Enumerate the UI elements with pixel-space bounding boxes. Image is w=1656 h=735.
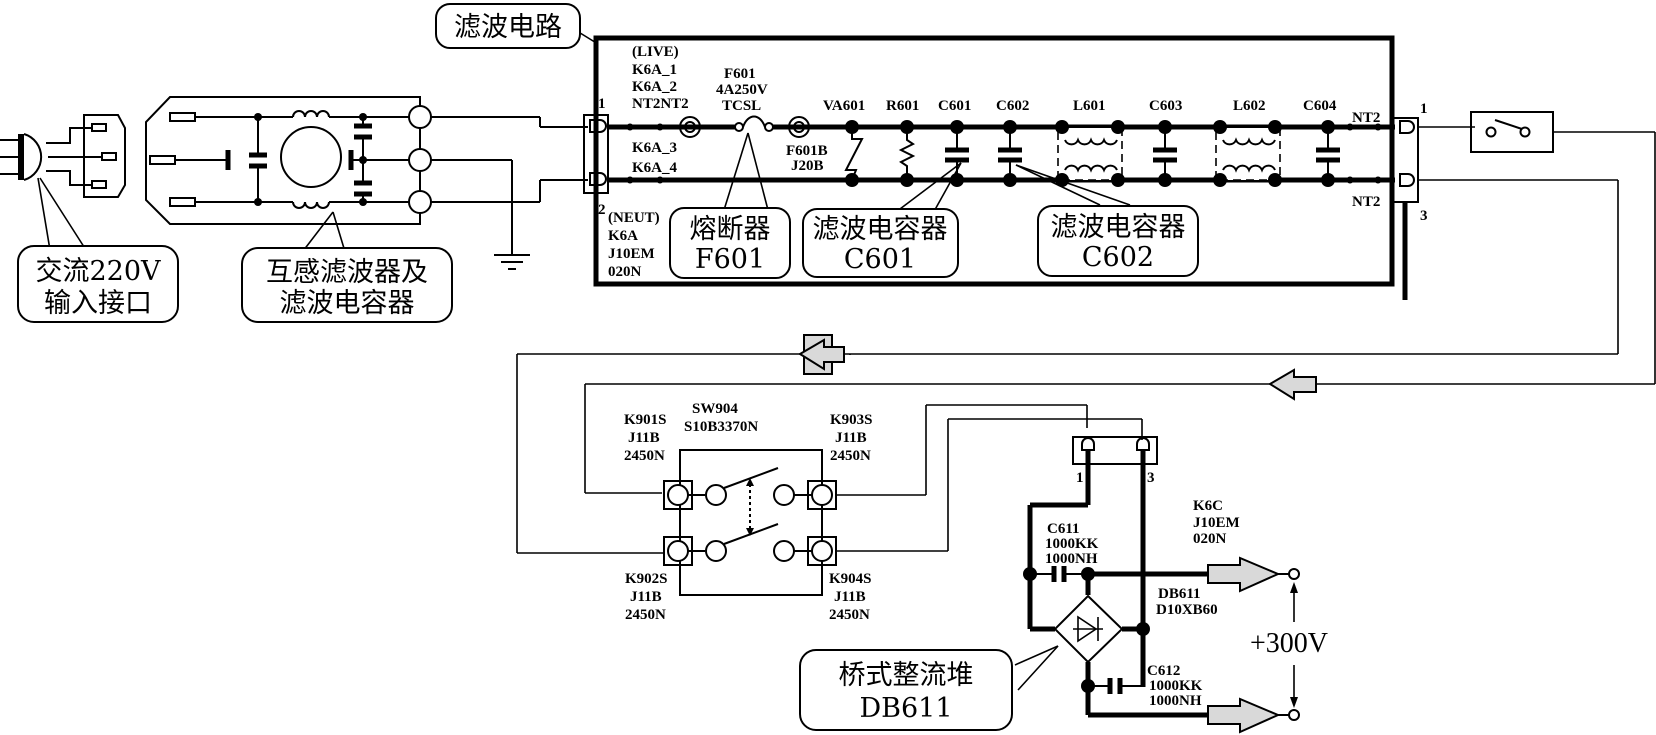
flow-arrow-left bbox=[1268, 368, 1317, 401]
component-label-c604: C604 bbox=[1303, 98, 1337, 114]
nt2-bottom-label: NT2 bbox=[1352, 194, 1380, 210]
board-out-pin-1: 1 bbox=[1420, 101, 1428, 117]
live-label-below: K6A_3 bbox=[632, 140, 677, 156]
nt2-top-label: NT2 bbox=[1352, 110, 1380, 126]
board-pin-2: 2 bbox=[598, 202, 606, 218]
fuse-label: 4A250V bbox=[716, 82, 768, 98]
sw904-label: S10B3370N bbox=[684, 419, 758, 435]
fuse-holder-label: F601B bbox=[786, 143, 828, 159]
c612-label: C612 bbox=[1147, 663, 1180, 679]
callout-text: C601 bbox=[844, 244, 916, 275]
callout-text: 互感滤波器及 bbox=[266, 257, 428, 288]
k902-label: 2450N bbox=[625, 607, 666, 623]
c612-label: 1000NH bbox=[1149, 693, 1202, 709]
neutral-label: K6A bbox=[608, 228, 638, 244]
k904-label: K904S bbox=[829, 571, 872, 587]
callout-text: 滤波电容器 bbox=[1051, 212, 1186, 243]
callout-text: 输入接口 bbox=[44, 288, 152, 319]
component-label-c603: C603 bbox=[1149, 98, 1182, 114]
component-label-l602: L602 bbox=[1233, 98, 1266, 114]
k902-label: J11B bbox=[630, 589, 662, 605]
k904-label: 2450N bbox=[829, 607, 870, 623]
callout-emi-filter: 互感滤波器及 滤波电容器 bbox=[241, 247, 453, 323]
live-label: K6A_2 bbox=[632, 79, 677, 95]
filter-board: 1 2 bbox=[571, 27, 1428, 287]
component-label-l601: L601 bbox=[1073, 98, 1106, 114]
fuse-label: TCSL bbox=[722, 98, 761, 114]
neutral-label: J10EM bbox=[608, 246, 655, 262]
k6c-label: 020N bbox=[1193, 531, 1227, 547]
live-label: K6A_1 bbox=[632, 62, 677, 78]
callout-c601: 滤波电容器 C601 bbox=[802, 208, 959, 278]
flow-arrow-left bbox=[798, 338, 845, 371]
power-switch-wiring bbox=[585, 111, 1656, 385]
callout-c602: 滤波电容器 C602 bbox=[1037, 205, 1199, 277]
callout-text: F601 bbox=[695, 244, 765, 275]
k901-label: J11B bbox=[628, 430, 660, 446]
sw904-label: SW904 bbox=[692, 401, 738, 417]
callout-text: 交流220V bbox=[35, 256, 161, 287]
neutral-label: (NEUT) bbox=[608, 210, 660, 226]
callout-text: 桥式整流堆 bbox=[839, 660, 974, 691]
callout-text: 滤波电容器 bbox=[813, 214, 948, 245]
fuse-holder-label: J20B bbox=[791, 158, 824, 174]
k901-label: 2450N bbox=[624, 448, 665, 464]
k6c-label: J10EM bbox=[1193, 515, 1240, 531]
component-label-va601: VA601 bbox=[823, 98, 865, 114]
component-label-c601: C601 bbox=[938, 98, 971, 114]
k6c-label: K6C bbox=[1193, 498, 1223, 514]
title-label: 滤波电路 bbox=[454, 12, 562, 43]
k901-label: K901S bbox=[624, 412, 667, 428]
k903-label: 2450N bbox=[830, 448, 871, 464]
callout-text: 熔断器 bbox=[690, 214, 771, 245]
k903-label: K903S bbox=[830, 412, 873, 428]
fuse-label: F601 bbox=[724, 66, 756, 82]
switch-sw904: SW904 S10B3370N K901S J11B 2450N K903S J… bbox=[516, 353, 1143, 623]
output-voltage-label: +300V bbox=[1250, 628, 1328, 659]
component-label-c602: C602 bbox=[996, 98, 1029, 114]
component-label-r601: R601 bbox=[886, 98, 919, 114]
callout-fuse: 熔断器 F601 bbox=[669, 207, 791, 279]
emi-filter-module bbox=[145, 96, 588, 270]
callout-ac-input: 交流220V 输入接口 bbox=[17, 245, 179, 323]
rectifier-section: 1 3 +3 bbox=[1014, 436, 1328, 734]
board-pin-1: 1 bbox=[598, 96, 606, 112]
board-out-pin-3: 3 bbox=[1420, 208, 1428, 224]
callout-text: DB611 bbox=[859, 693, 952, 724]
callout-text: 滤波电容器 bbox=[280, 288, 415, 319]
connector-pin-1: 1 bbox=[1076, 470, 1084, 486]
connector-pin-3: 3 bbox=[1147, 470, 1155, 486]
live-label: (LIVE) bbox=[632, 44, 679, 60]
db611-label: D10XB60 bbox=[1156, 602, 1218, 618]
k904-label: J11B bbox=[834, 589, 866, 605]
live-label: NT2NT2 bbox=[632, 96, 689, 112]
neutral-label: 020N bbox=[608, 264, 642, 280]
k902-label: K902S bbox=[625, 571, 668, 587]
c611-label: 1000KK bbox=[1045, 536, 1099, 552]
c611-label: 1000NH bbox=[1045, 551, 1098, 567]
live-label-below: K6A_4 bbox=[632, 160, 678, 176]
c611-label: C611 bbox=[1047, 521, 1080, 537]
ac-plug bbox=[0, 114, 126, 251]
db611-label: DB611 bbox=[1158, 586, 1201, 602]
k903-label: J11B bbox=[835, 430, 867, 446]
callout-text: C602 bbox=[1082, 242, 1154, 273]
c612-label: 1000KK bbox=[1149, 678, 1203, 694]
callout-bridge-rectifier: 桥式整流堆 DB611 bbox=[799, 649, 1013, 731]
callout-title: 滤波电路 bbox=[435, 3, 581, 49]
